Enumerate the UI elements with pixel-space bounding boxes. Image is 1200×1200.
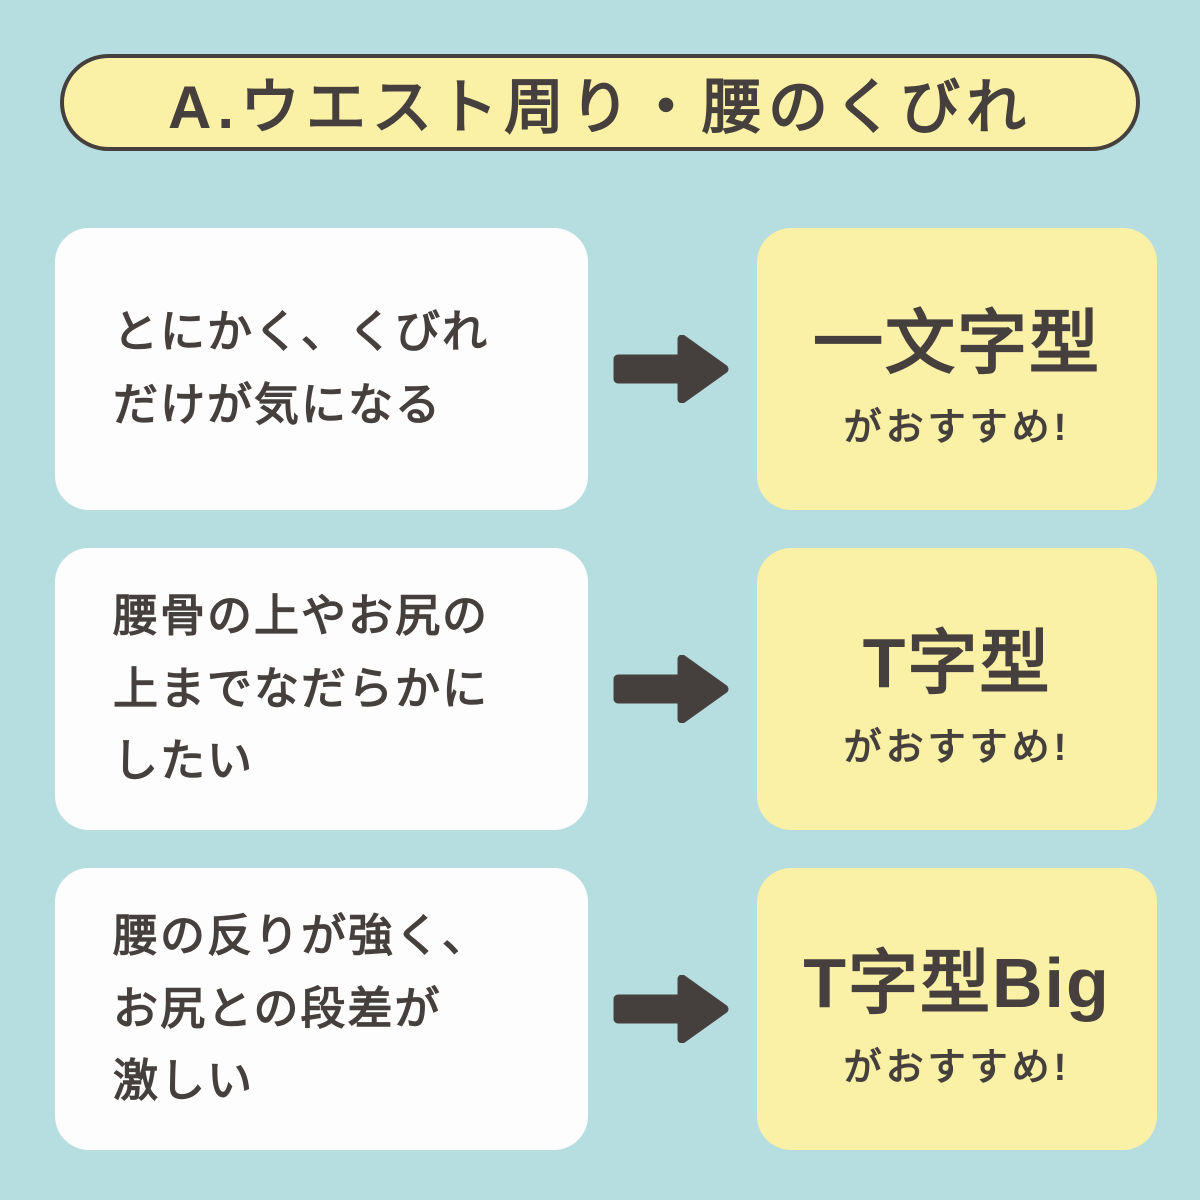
recommendation-title: T字型Big [803,944,1111,1022]
recommendation-title: 一文字型 [813,304,1101,382]
section-title: A.ウエスト周り・腰のくびれ [168,74,1032,141]
recommendation-card: T字型 がおすすめ! [757,548,1157,830]
recommendation-title: T字型 [862,624,1052,702]
condition-text: 腰の反りが強く、 お尻との段差が 激しい [113,909,490,1107]
condition-card: とにかく、くびれ だけが気になる [55,228,588,510]
mapping-row: 腰骨の上やお尻の 上までなだらかに したい T字型 がおすすめ! [0,548,1200,830]
right-arrow-icon [612,655,730,723]
right-arrow-icon [612,335,730,403]
mapping-row: 腰の反りが強く、 お尻との段差が 激しい T字型Big がおすすめ! [0,868,1200,1150]
mapping-row: とにかく、くびれ だけが気になる 一文字型 がおすすめ! [0,228,1200,510]
recommendation-note: がおすすめ! [843,407,1071,449]
condition-card: 腰骨の上やお尻の 上までなだらかに したい [55,548,588,830]
condition-text: とにかく、くびれ だけが気になる [113,306,490,430]
recommendation-card: T字型Big がおすすめ! [757,868,1157,1150]
recommendation-card: 一文字型 がおすすめ! [757,228,1157,510]
recommendation-note: がおすすめ! [843,727,1071,769]
condition-card: 腰の反りが強く、 お尻との段差が 激しい [55,868,588,1150]
right-arrow-icon [612,975,730,1043]
recommendation-note: がおすすめ! [843,1047,1071,1089]
condition-text: 腰骨の上やお尻の 上までなだらかに したい [113,589,490,787]
section-header: A.ウエスト周り・腰のくびれ [60,54,1140,151]
